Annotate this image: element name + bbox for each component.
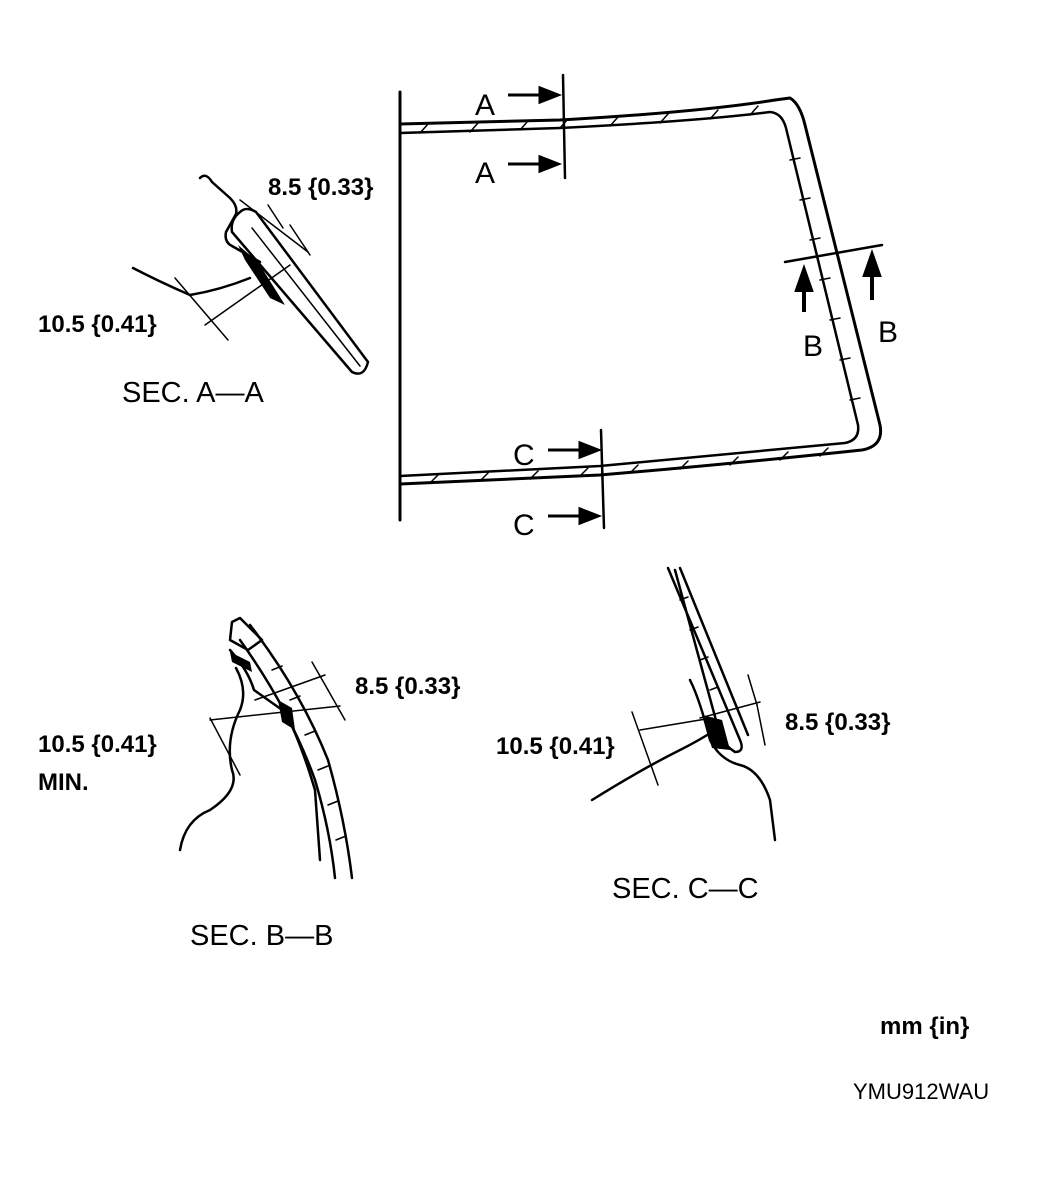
arrow-b-right-icon [862, 248, 882, 300]
sec-c-body-panel [688, 678, 777, 842]
section-b-detail: 8.5 {0.33} 10.5 {0.41} MIN. SEC. B—B [38, 616, 460, 952]
arrow-c-bottom-icon [548, 506, 603, 526]
sec-a-dim-line-1 [239, 199, 309, 253]
section-b-label-left: B [803, 330, 823, 363]
sec-b-dim-line-1 [254, 674, 326, 701]
sec-b-dim-line-2 [209, 705, 341, 721]
windshield-main-view: A A B B C C [398, 73, 898, 542]
sec-c-glass-hatching [679, 596, 719, 691]
sec-c-inner-panel [590, 728, 717, 802]
sec-b-dim-tick-3 [209, 717, 241, 776]
sec-a-adhesive [238, 245, 285, 305]
sec-c-dim-tick-1 [747, 674, 758, 706]
bottom-edge-hatching [429, 447, 829, 484]
sec-c-width-dimension: 8.5 {0.33} [785, 709, 890, 736]
sec-b-dim-tick-1 [311, 661, 329, 691]
sec-b-clip [230, 652, 252, 672]
arrow-b-left-icon [794, 263, 814, 312]
glass-outer-edge [398, 96, 883, 486]
sec-a-glass [230, 207, 370, 375]
section-c-detail: 8.5 {0.33} 10.5 {0.41} SEC. C—C [496, 566, 890, 905]
section-a-label-bottom: A [475, 157, 495, 190]
sec-a-dim-tick-1 [267, 204, 284, 229]
sec-b-glass-hatching [271, 665, 347, 841]
arrow-a-top-icon [508, 85, 563, 105]
sec-c-title: SEC. C—C [612, 873, 759, 905]
sec-a-title: SEC. A—A [122, 377, 264, 409]
right-edge-hatching [789, 157, 861, 401]
sec-a-depth-dimension: 10.5 {0.41} [38, 311, 157, 338]
section-line-a [561, 73, 567, 180]
section-b-label-right: B [878, 316, 898, 349]
sec-b-glass-outer [248, 623, 354, 880]
sec-b-dim-tick-2 [327, 689, 346, 721]
section-a-detail: 8.5 {0.33} 10.5 {0.41} SEC. A—A [38, 174, 373, 409]
sec-a-dim-line-2 [204, 264, 291, 326]
sec-b-adhesive [278, 700, 295, 730]
sec-a-dim-tick-3 [174, 277, 229, 341]
sec-c-dim-tick-2 [756, 704, 766, 746]
arrow-c-top-icon [548, 440, 603, 460]
figure-code: YMU912WAU [853, 1079, 989, 1104]
sec-b-title: SEC. B—B [190, 920, 333, 952]
units-label: mm {in} [880, 1013, 969, 1040]
section-line-b [783, 243, 884, 264]
section-a-label-top: A [475, 89, 495, 122]
arrow-a-bottom-icon [508, 154, 563, 174]
sec-b-glass-inner [238, 638, 337, 880]
section-c-label-top: C [513, 439, 535, 472]
sec-b-width-dimension: 8.5 {0.33} [355, 673, 460, 700]
sec-b-molding [228, 616, 264, 652]
section-c-label-bottom: C [513, 509, 535, 542]
sec-b-min-note: MIN. [38, 769, 89, 796]
sec-c-depth-dimension: 10.5 {0.41} [496, 733, 615, 760]
sec-a-glass-inner [251, 227, 361, 367]
sec-c-dim-line-2 [639, 717, 713, 731]
sec-a-inner-panel [131, 266, 252, 297]
glass-inner-edge [398, 110, 860, 478]
sec-c-adhesive [702, 715, 730, 750]
sec-c-dim-tick-3 [631, 711, 659, 786]
sec-a-dim-tick-2 [289, 224, 311, 256]
sec-a-width-dimension: 8.5 {0.33} [268, 174, 373, 201]
sec-c-dim-line-1 [699, 701, 761, 719]
sec-b-depth-dimension: 10.5 {0.41} [38, 731, 157, 758]
sec-b-inner-panel [178, 666, 245, 852]
sec-a-body-panel [198, 174, 262, 264]
sec-c-glass-outer [678, 566, 750, 737]
section-line-c [599, 428, 606, 530]
